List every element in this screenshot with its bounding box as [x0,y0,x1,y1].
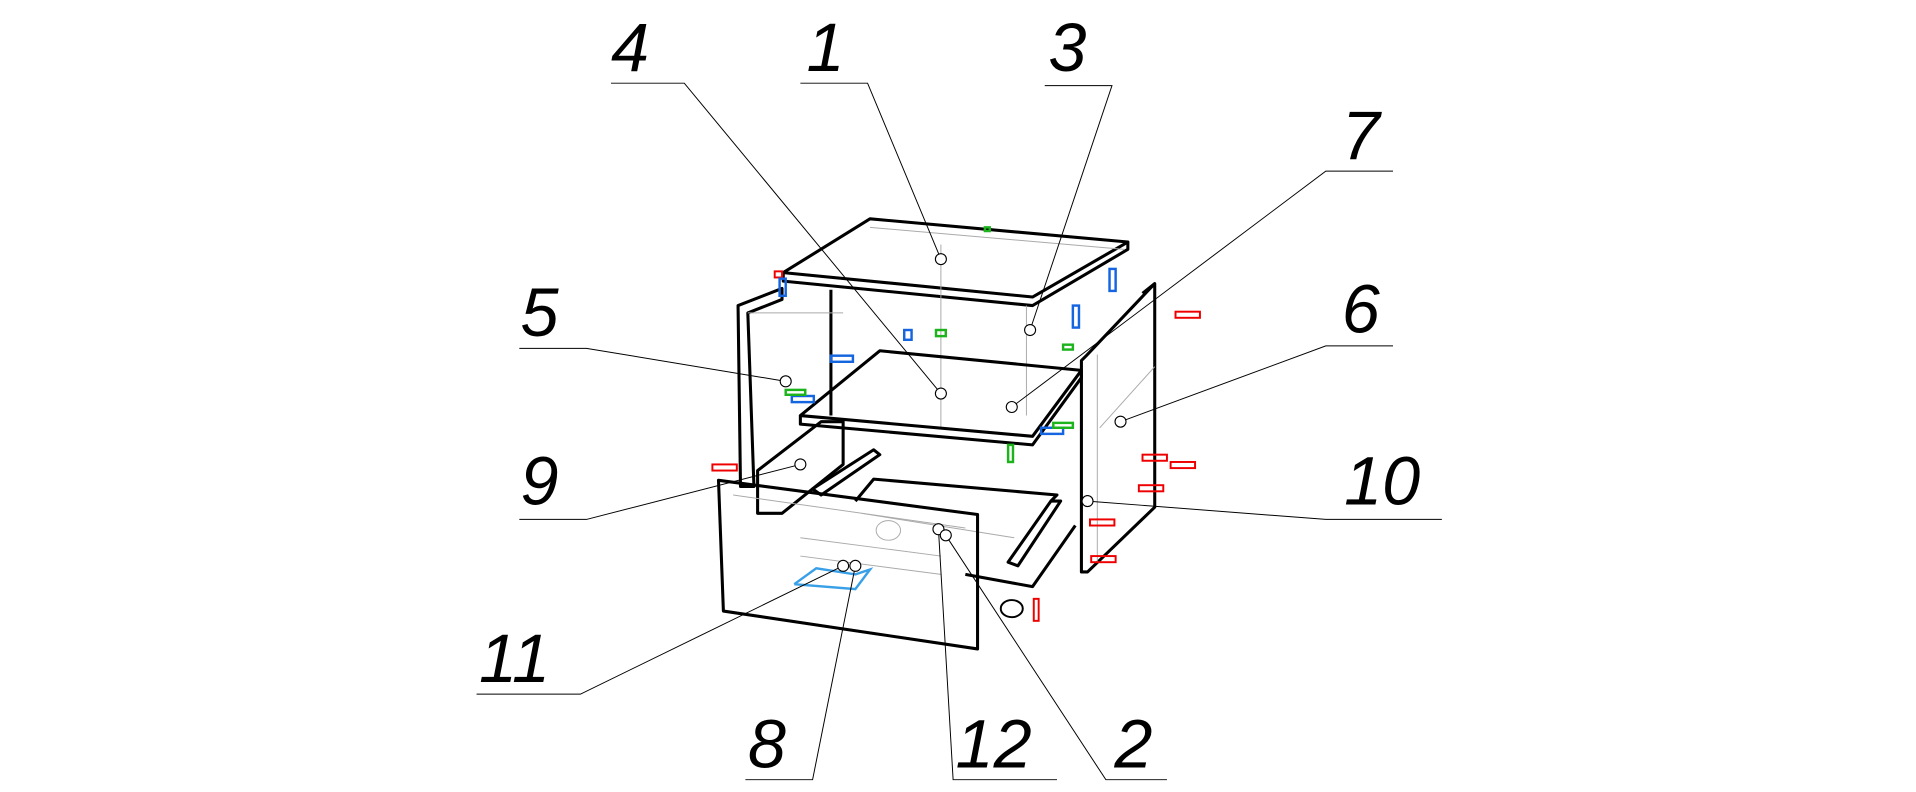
svg-text:2: 2 [1113,706,1152,782]
svg-text:7: 7 [1342,98,1383,174]
svg-text:4: 4 [611,10,649,86]
callout-5: 5 [519,275,792,388]
callout-9: 9 [519,444,807,520]
svg-text:6: 6 [1342,271,1381,347]
callout-12: 12 [932,523,1057,782]
svg-text:10: 10 [1344,444,1420,520]
svg-text:11: 11 [479,621,550,697]
connectors [711,226,1201,622]
callout-2: 2 [939,529,1167,782]
callout-7: 7 [1005,98,1394,414]
callout-4: 4 [611,10,947,400]
callout-3: 3 [1024,10,1113,337]
svg-text:3: 3 [1048,10,1086,86]
cabinet-drawing [711,217,1201,651]
svg-text:8: 8 [748,706,786,782]
callout-8: 8 [745,559,862,782]
svg-text:1: 1 [806,10,844,86]
callout-6: 6 [1114,271,1394,428]
adjustable-foot [999,599,1024,619]
callout-11: 11 [476,559,850,697]
svg-text:5: 5 [521,275,560,351]
drawer-handle [793,567,874,591]
svg-text:9: 9 [521,444,559,520]
svg-text:12: 12 [956,706,1032,782]
callout-10: 10 [1081,444,1442,520]
drawer-front [716,478,980,651]
callout-1: 1 [800,10,947,266]
